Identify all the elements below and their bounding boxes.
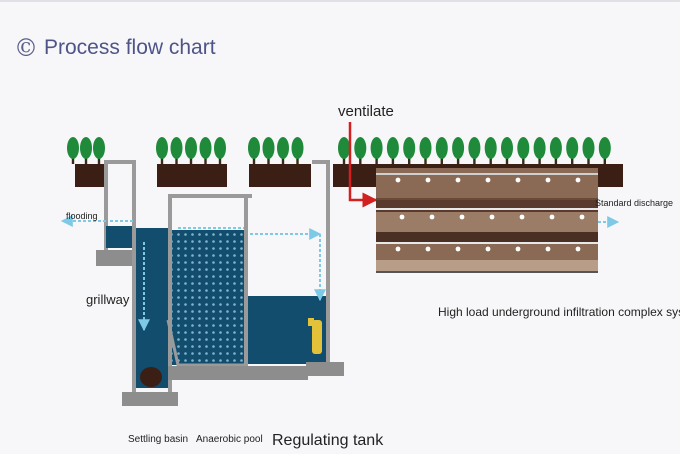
tree-icon [354, 137, 367, 164]
pipe-hole [395, 246, 401, 252]
regulating-tank [168, 160, 344, 380]
tree-icon [185, 137, 197, 164]
anaerobic-pool-tank [166, 194, 254, 367]
pipe-hole [455, 177, 461, 183]
tree-icon [156, 137, 168, 164]
label-settling-basin: Settling basin [128, 434, 188, 445]
top-border [0, 0, 680, 2]
tree-icon [199, 137, 212, 164]
tree-icon [501, 137, 513, 164]
tree-icon [533, 137, 546, 164]
grillway-shaft [96, 160, 136, 266]
ventilation-pipe [348, 122, 378, 208]
pipe-hole [489, 214, 495, 220]
tree-icon [582, 137, 595, 164]
tree-icon [170, 137, 183, 164]
label-infiltration-system: High load underground infiltration compl… [438, 305, 680, 319]
label-grillway: grillway [86, 292, 130, 307]
tree-icon [80, 137, 92, 164]
tree-icon [598, 137, 611, 164]
tree-icon [484, 137, 497, 164]
tree-icon [468, 137, 481, 164]
page-title: Process flow chart [44, 36, 216, 59]
label-flooding: flooding [66, 211, 98, 221]
tree-icon [214, 137, 226, 164]
tree-icon [517, 137, 530, 164]
pipe-hole [425, 246, 431, 252]
pipe-hole [575, 246, 581, 252]
label-regulating-tank: Regulating tank [272, 432, 384, 449]
pipe-hole [485, 246, 491, 252]
label-standard-discharge: Standard discharge [595, 198, 673, 208]
tree-icon [566, 137, 579, 164]
pipe-hole [459, 214, 465, 220]
settling-basin-tank [122, 160, 178, 406]
infiltration-pipe-holes [395, 177, 585, 252]
pipe-hole [429, 214, 435, 220]
tree-icon [386, 137, 399, 164]
pipe-hole [485, 177, 491, 183]
tree-icon [452, 137, 465, 164]
pipe-hole [575, 177, 581, 183]
tree-icon [277, 137, 289, 164]
pipe-hole [515, 246, 521, 252]
pipe-hole [395, 177, 401, 183]
label-ventilate: ventilate [338, 103, 394, 120]
pipe-hole [579, 214, 585, 220]
tree-icon [549, 137, 562, 164]
tree-icon [248, 137, 260, 164]
pipe-hole [549, 214, 555, 220]
pipe-hole [455, 246, 461, 252]
tree-icon [370, 137, 383, 164]
pipe-hole [399, 214, 405, 220]
pipe-hole [545, 246, 551, 252]
tree-icon [403, 137, 416, 164]
tree-row [67, 137, 611, 164]
page-header: © Process flow chart [14, 34, 216, 62]
pipe-hole [545, 177, 551, 183]
tree-icon [419, 137, 432, 164]
flow-arrows [60, 215, 620, 332]
tree-icon [93, 137, 105, 164]
pipe-hole [515, 177, 521, 183]
tree-icon [435, 137, 448, 164]
pipe-hole [519, 214, 525, 220]
tree-icon [291, 137, 304, 164]
label-anaerobic-pool: Anaerobic pool [196, 434, 263, 445]
pipe-hole [425, 177, 431, 183]
tree-icon [262, 137, 275, 164]
tree-icon [67, 137, 79, 164]
tree-icon [338, 137, 350, 164]
infiltration-system [376, 168, 598, 273]
copyright-logo-icon: © [14, 34, 38, 62]
